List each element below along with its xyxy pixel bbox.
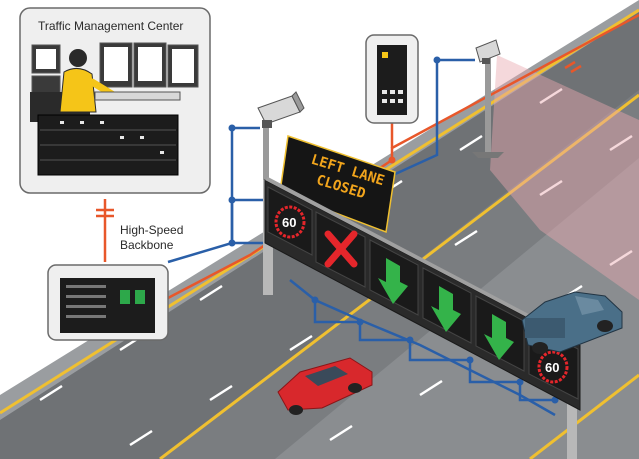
down-arrow-icon [431,286,461,332]
backbone-label-line1: High-Speed [120,223,183,237]
overhead-gantry: 60 60 [263,177,582,459]
lane-open-sign-3 [475,295,525,372]
speed-limit-icon [274,205,306,239]
backbone-label-line2: Backbone [120,238,174,252]
speed-limit-sign-left: 60 [267,186,313,256]
lane-open-sign-1 [369,239,419,316]
variable-message-sign: LEFT LANE CLOSED [279,135,396,234]
red-car [277,357,373,415]
down-arrow-icon [378,258,408,304]
speed-limit-value-left: 60 [282,215,296,230]
monitor-screens [36,47,194,83]
tmc-title: Traffic Management Center [38,19,183,33]
lane-closed-sign [315,211,366,288]
down-arrow-icon [484,314,514,360]
speed-limit-value-right: 60 [545,360,559,375]
traffic-management-center-panel: Traffic Management Center [19,7,211,194]
pickup-truck [521,291,623,354]
road-edge-line-near [529,373,639,459]
camera-icon [257,91,305,128]
rack-server [37,114,179,176]
camera-pole-right [472,39,504,158]
speed-limit-icon [537,350,569,384]
lane-open-sign-2 [422,267,472,344]
red-x-icon [324,230,358,268]
backbone-break-marks [96,208,114,218]
roadside-switch-panel [365,34,419,124]
orange-network-nodes [388,156,396,164]
camera-detection-zone [490,55,639,300]
camera-icon [475,39,501,64]
compact-switch-icon [377,45,407,115]
field-switch-panel [47,264,169,341]
